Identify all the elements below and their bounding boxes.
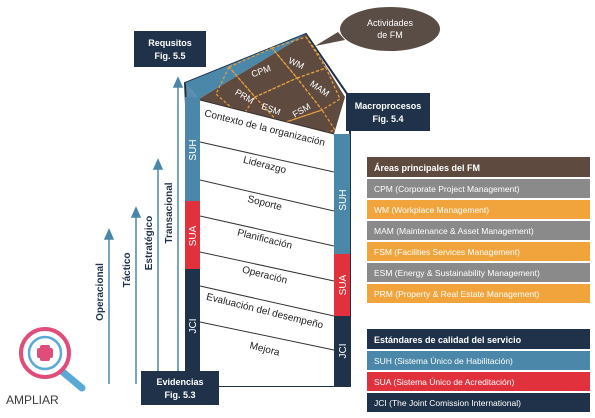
areas-row-prm-bg — [367, 284, 590, 303]
badge-requisitos-title: Requsitos — [148, 38, 192, 48]
areas-row-wm: WM (Workplace Management) — [374, 205, 489, 215]
standards-header: Estándares de calidad del servicio — [374, 335, 522, 345]
steps-panel — [200, 100, 334, 386]
areas-row-prm: PRM (Property & Real Estate Management) — [374, 289, 540, 299]
badge-macroprocesos[interactable]: Macroprocesos Fig. 5.4 — [346, 93, 430, 131]
left-bar-sua — [185, 201, 200, 269]
left-bar-jci — [185, 269, 200, 386]
badge-requisitos-fig: Fig. 5.5 — [154, 51, 185, 61]
level-estrategico: Estratégico — [144, 216, 155, 270]
standards-legend: Estándares de calidad del servicio SUH (… — [367, 329, 590, 412]
right-bar-suh — [334, 134, 350, 254]
badge-evidencias[interactable]: Evidencias Fig. 5.3 — [141, 371, 219, 405]
right-bar-label-sua: SUA — [338, 274, 349, 295]
standards-row-jci-bg — [367, 393, 590, 412]
areas-row-mam-bg — [367, 221, 590, 240]
standards-header-bg — [367, 329, 590, 349]
areas-header: Áreas principales del FM — [374, 163, 480, 173]
zoom-button[interactable] — [19, 327, 86, 392]
areas-row-fsm: FSM (Facilities Services Management) — [374, 247, 520, 257]
left-bar-label-suh: SUH — [188, 139, 199, 160]
bubble-line1: Actividades — [367, 18, 414, 28]
badge-evidencias-fig: Fig. 5.3 — [164, 390, 195, 400]
areas-row-mam: MAM (Maintenance & Asset Management) — [374, 226, 534, 236]
roof-left-edge — [185, 34, 306, 99]
badge-macroprocesos-title: Macroprocesos — [355, 101, 422, 111]
level-tactico: Táctico — [122, 252, 133, 287]
bubble-actividades: Actividades de FM — [315, 7, 440, 51]
badge-evidencias-title: Evidencias — [156, 377, 203, 387]
areas-row-cpm-bg — [367, 179, 590, 198]
left-bar-label-sua: SUA — [188, 225, 199, 246]
left-bar-suh — [185, 97, 200, 201]
standards-row-suh-bg — [367, 351, 590, 370]
areas-header-bg — [367, 157, 590, 177]
areas-row-fsm-bg — [367, 242, 590, 261]
areas-legend: Áreas principales del FM CPM (Corporate … — [367, 157, 590, 303]
left-bar-label-jci: JCI — [188, 319, 199, 334]
areas-row-wm-bg — [367, 200, 590, 219]
standards-row-sua-bg — [367, 372, 590, 391]
level-arrows — [103, 76, 184, 384]
areas-row-cpm: CPM (Corporate Project Management) — [374, 184, 520, 194]
right-bar-label-suh: SUH — [338, 189, 349, 210]
right-bar-sua — [334, 254, 350, 316]
badge-macroprocesos-fig: Fig. 5.4 — [372, 114, 403, 124]
standards-row-sua: SUA (Sistema Único de Acreditación) — [374, 377, 514, 387]
areas-row-esm-bg — [367, 263, 590, 282]
roof-grid — [215, 36, 341, 141]
step-dividers — [199, 99, 335, 351]
zoom-label[interactable]: AMPLIAR — [6, 393, 59, 407]
bubble-line2: de FM — [377, 30, 403, 40]
standards-row-suh: SUH (Sistema Único de Habilitación) — [374, 356, 513, 366]
right-bar-jci — [334, 316, 350, 386]
right-bar-label-jci: JCI — [338, 344, 349, 359]
magnifier-plus-icon — [19, 327, 86, 392]
level-transacional: Transacional — [164, 182, 175, 243]
badge-requisitos[interactable]: Requsitos Fig. 5.5 — [134, 31, 206, 67]
areas-row-esm: ESM (Energy & Sustainability Management) — [374, 268, 540, 278]
standards-row-jci: JCI (The Joint Comission International) — [374, 398, 521, 408]
level-operacional: Operacional — [95, 263, 106, 321]
